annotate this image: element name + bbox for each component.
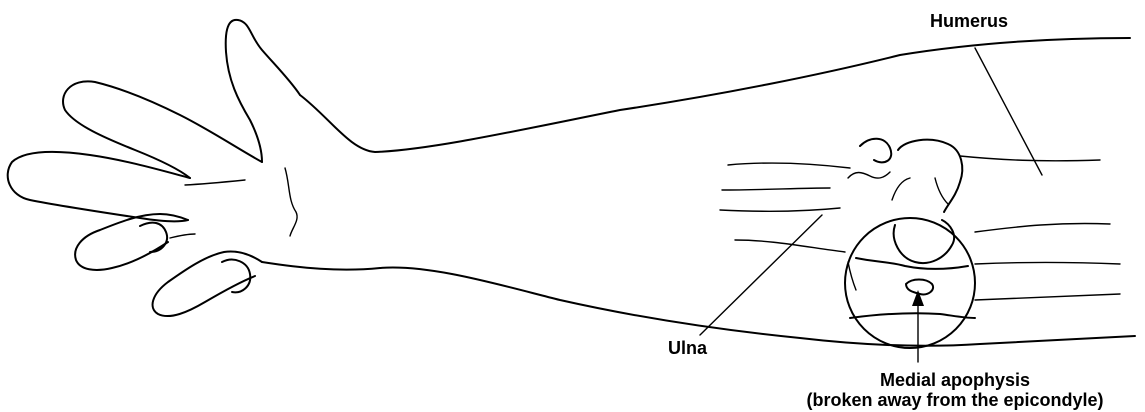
humerus-shaft-lower xyxy=(975,223,1110,232)
joint-detail-3 xyxy=(935,178,948,204)
joint-detail-2 xyxy=(892,178,910,200)
olecranon-sketch xyxy=(860,139,891,163)
palm-crease-3 xyxy=(185,180,245,185)
humerus-leader-line xyxy=(975,48,1042,175)
thumb-outline xyxy=(226,20,300,162)
circle-bottom-line xyxy=(850,313,975,318)
medial-apophysis-label-line1: Medial apophysis xyxy=(770,370,1140,390)
little-finger-outline xyxy=(153,251,262,316)
forearm-top-outline xyxy=(300,38,1130,152)
circle-bone-top xyxy=(894,220,954,263)
little-fingernail xyxy=(222,260,250,293)
circle-left-edge xyxy=(848,262,856,290)
index-finger-outline xyxy=(63,81,262,178)
arm-line-right-2 xyxy=(975,294,1120,300)
humerus-condyle-sketch xyxy=(898,140,962,212)
apophysis-fragment xyxy=(906,280,933,295)
magnified-detail-circle xyxy=(845,218,975,348)
circle-joint-line xyxy=(856,258,968,269)
palm-crease-2 xyxy=(285,168,297,236)
joint-detail-1 xyxy=(848,172,890,178)
ulna-label: Ulna xyxy=(668,338,707,358)
arm-line-right-1 xyxy=(975,263,1120,265)
medial-apophysis-label: Medial apophysis (broken away from the e… xyxy=(770,370,1140,410)
ring-fingernail xyxy=(140,223,167,252)
ring-finger-outline xyxy=(75,214,188,270)
medial-apophysis-label-line2: (broken away from the epicondyle) xyxy=(770,390,1140,410)
ulna-bone-line-4 xyxy=(722,188,830,190)
ulna-leader-line xyxy=(700,215,822,335)
ulna-bone-line-2 xyxy=(720,208,840,211)
ulna-bone-line-1 xyxy=(728,163,850,168)
palm-crease-1 xyxy=(170,234,195,238)
forearm-bottom-outline xyxy=(262,262,1135,346)
humerus-label: Humerus xyxy=(930,11,1008,31)
humerus-shaft-upper xyxy=(960,156,1100,161)
